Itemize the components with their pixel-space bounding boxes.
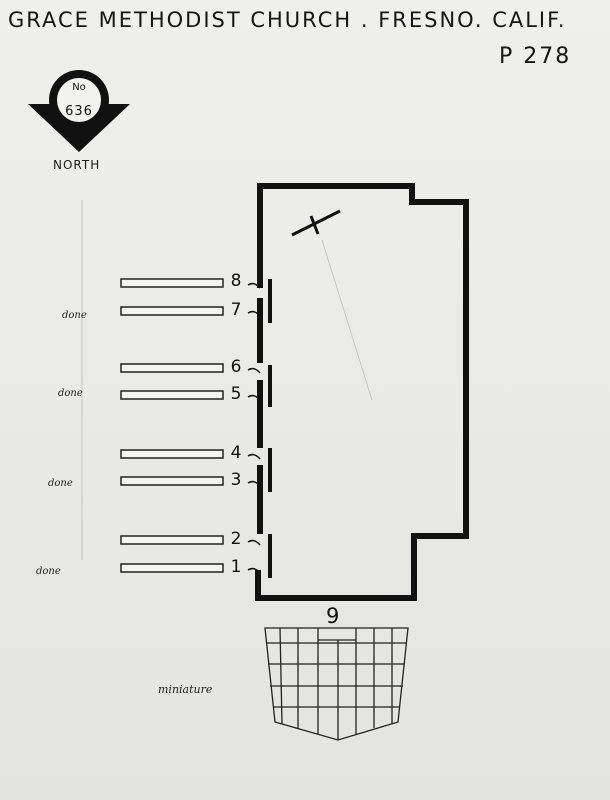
- church-outline: [255, 183, 469, 601]
- window-number-9: 9: [326, 604, 340, 628]
- side-note: done: [62, 310, 87, 321]
- window-bar-2: [120, 535, 224, 545]
- window-bars: [120, 278, 224, 573]
- drawing-title: GRACE METHODIST CHURCH . FRESNO. CALIF.: [8, 8, 567, 32]
- side-note: done: [48, 478, 73, 489]
- pencil-guides: [81, 200, 373, 560]
- window-bar-6: [120, 363, 224, 373]
- window-number-6: 6: [230, 357, 242, 377]
- badge-prefix: No: [72, 82, 86, 93]
- side-note: done: [36, 566, 61, 577]
- miniature-diagram: [264, 627, 409, 741]
- north-badge-icon: [28, 70, 130, 152]
- window-bar-7: [120, 306, 224, 316]
- window-number-8: 8: [230, 271, 242, 291]
- window-number-3: 3: [230, 470, 242, 490]
- window-number-1: 1: [230, 557, 242, 577]
- window-arrows: [247, 282, 261, 574]
- window-bar-4: [120, 449, 224, 459]
- badge-number: 636: [65, 104, 93, 119]
- window-number-2: 2: [230, 529, 242, 549]
- page-reference: P 278: [499, 44, 572, 69]
- altar-cross-icon: [291, 209, 341, 237]
- window-bar-8: [120, 278, 224, 288]
- window-bar-3: [120, 476, 224, 486]
- miniature-note: miniature: [158, 683, 213, 696]
- window-bar-1: [120, 563, 224, 573]
- north-label: NORTH: [53, 158, 101, 172]
- window-number-7: 7: [230, 300, 242, 320]
- window-number-4: 4: [230, 443, 242, 463]
- side-note: done: [58, 388, 83, 399]
- window-number-5: 5: [230, 384, 242, 404]
- window-bar-5: [120, 390, 224, 400]
